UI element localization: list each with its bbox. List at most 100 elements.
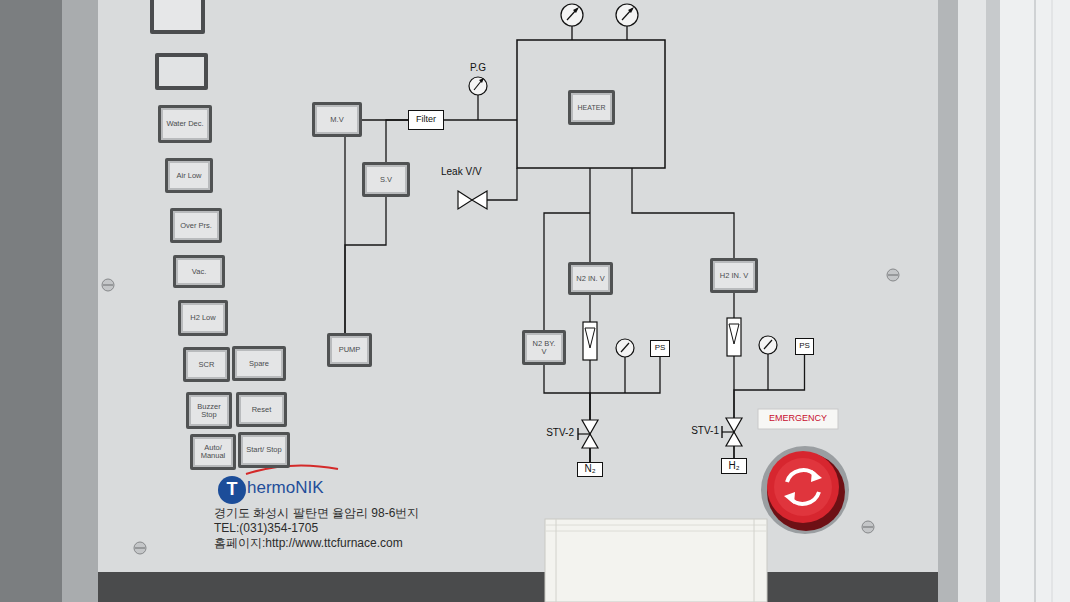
gauge-needle (764, 340, 772, 349)
valve-label: STV-2 (546, 427, 574, 439)
node-label: Filter (411, 115, 441, 124)
node-label: H2 IN. V (718, 272, 750, 280)
gas-source-box: H₂ (721, 458, 747, 474)
valve-symbol (458, 191, 472, 209)
push-button: Auto/ Manual (190, 434, 236, 470)
screw-slot (863, 527, 873, 528)
node-label: Vac. (181, 268, 217, 276)
node-label: Water Dec. (166, 120, 204, 128)
valve-actuator (578, 433, 590, 434)
cabinet-frame (958, 0, 986, 602)
screw (134, 542, 146, 554)
cabinet-base (98, 572, 938, 602)
valve-symbol (726, 418, 742, 432)
valve-lamp: S.V (362, 162, 410, 197)
node-label: S.V (370, 176, 402, 184)
cabinet-frame (62, 0, 98, 602)
paper-edge (545, 531, 767, 532)
flowmeter-float (585, 328, 595, 348)
node-label: Reset (244, 406, 279, 414)
address-text: 홈페이지:http://www.ttcfurnace.com (214, 537, 403, 551)
node-label: N2 BY. V (530, 340, 558, 356)
button-base (761, 446, 849, 534)
node-label: PS (798, 342, 811, 350)
node-label: H2 Low (186, 314, 220, 322)
cabinet-frame (1000, 0, 1070, 602)
node-label: N2 IN. V (576, 275, 605, 283)
gauge-stem (626, 26, 627, 40)
gauge-stem (624, 357, 625, 393)
node-label: Air Low (173, 172, 205, 180)
pump-lamp: PUMP (327, 333, 372, 367)
gauge-stem (477, 95, 478, 120)
push-button: Reset (236, 392, 287, 427)
valve-actuator (721, 426, 722, 438)
paper-stack (545, 519, 767, 602)
pipe-line (444, 119, 517, 120)
pipe-line (590, 357, 660, 462)
node-label: Auto/ Manual (198, 444, 228, 460)
indicator-lamp: Air Low (165, 158, 213, 193)
frame-groove (1034, 0, 1036, 602)
pressure-gauge (616, 4, 638, 26)
cabinet-frame (986, 0, 1000, 602)
node-label: HEATER (576, 104, 607, 111)
node-label: Start/ Stop (246, 446, 282, 454)
valve-symbol (472, 191, 487, 209)
pipe-line (589, 168, 590, 262)
valve-symbol (582, 434, 598, 448)
node-label: PS (653, 344, 667, 352)
push-button: Start/ Stop (238, 432, 290, 468)
gauge-needle-tip (479, 78, 484, 83)
indicator-lamp (155, 53, 208, 90)
node-label: M.V (320, 116, 354, 124)
pressure-gauge (616, 339, 634, 357)
gauge-needle-tip (628, 7, 634, 13)
emergency-button (767, 451, 839, 523)
indicator-lamp: H2 Low (178, 300, 228, 336)
node-label: H₂ (724, 461, 744, 472)
panel-plate (98, 0, 938, 572)
indicator-lamp: SCR (183, 347, 230, 382)
address-text: 경기도 화성시 팔탄면 율암리 98-6번지 (214, 507, 419, 521)
twist-arrow-head (811, 470, 822, 482)
push-button: Spare (232, 346, 286, 381)
flowmeter-symbol (727, 318, 741, 356)
cabinet-frame (938, 0, 958, 602)
pipe-line (632, 168, 734, 258)
valve-label: Leak V/V (441, 166, 482, 178)
warning-tag (758, 409, 838, 429)
pipe-line (386, 120, 408, 162)
indicator-lamp: Water Dec. (158, 105, 212, 143)
screw-slot (888, 275, 898, 276)
flowmeter-float (729, 324, 739, 344)
push-button: Buzzer Stop (186, 392, 232, 429)
address-text: TEL:(031)354-1705 (214, 522, 318, 536)
gauge-label: P.G (470, 62, 486, 74)
node-label: Spare (240, 360, 278, 368)
indicator-lamp (150, 0, 205, 34)
pipe-line (487, 168, 517, 200)
indicator-lamp: Over Prs. (170, 208, 222, 243)
gauge-needle (621, 343, 629, 352)
twist-arrow-head (784, 492, 795, 504)
valve-symbol (582, 420, 598, 434)
logo-text: hermoNIK (247, 478, 324, 498)
pipe-line (734, 355, 805, 458)
paper-edge (545, 525, 767, 526)
node-label: PUMP (335, 346, 364, 354)
chamber-outline (517, 40, 665, 168)
valve-symbol (726, 432, 742, 446)
node-label: Buzzer Stop (194, 403, 224, 419)
heater-lamp: HEATER (568, 90, 615, 125)
frame-groove (1052, 0, 1053, 602)
node-label: Over Prs. (178, 222, 214, 230)
pressure-gauge (561, 4, 583, 26)
gauge-stem (571, 26, 572, 40)
flowmeter-symbol (583, 322, 597, 360)
